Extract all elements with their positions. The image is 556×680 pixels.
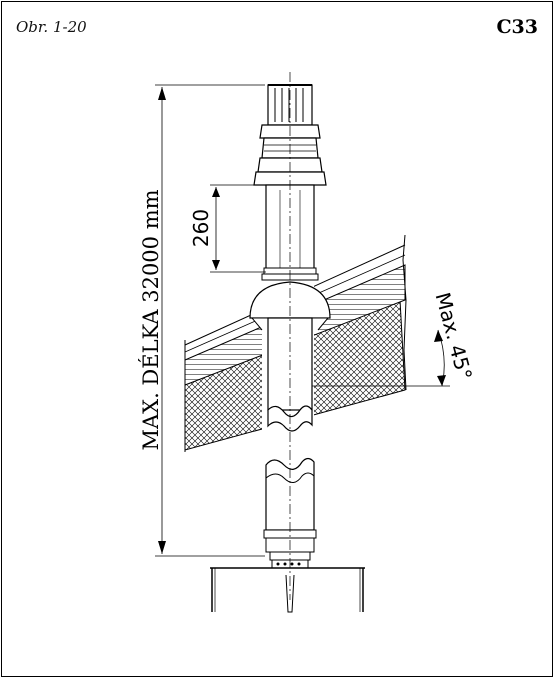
terminal-length-label: 260 (189, 209, 213, 247)
installation-type-code: C33 (496, 16, 538, 38)
boiler-outline (210, 567, 365, 613)
figure-number: Obr. 1-20 (16, 18, 87, 36)
flue-pipe (249, 72, 331, 600)
terminal-length-dimension: 260 (189, 184, 266, 273)
max-length-dimension: MAX. DÉLKA 32000 mm (139, 84, 265, 557)
max-length-label: MAX. DÉLKA 32000 mm (139, 189, 163, 450)
